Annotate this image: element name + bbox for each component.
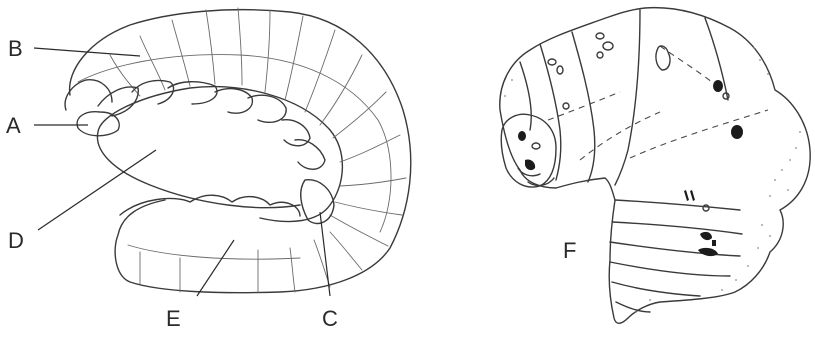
curled-larva-inner-ring <box>97 87 342 222</box>
label-B: B <box>8 36 23 61</box>
side-larva-dashed-line-1 <box>548 92 620 120</box>
leader-line-E <box>197 240 234 296</box>
leader-line-D <box>38 150 156 230</box>
side-larva: F <box>500 8 810 324</box>
side-larva-dashed-line-4 <box>660 46 722 90</box>
side-larva-outline <box>500 8 810 324</box>
label-D: D <box>8 228 24 253</box>
side-larva-hollow-spots <box>532 33 729 211</box>
label-E: E <box>166 306 181 331</box>
label-C: C <box>322 306 338 331</box>
leader-line-C <box>320 212 330 296</box>
side-larva-segments <box>520 10 742 312</box>
side-larva-stipple <box>504 47 801 313</box>
curled-larva-outer-outline <box>70 10 411 293</box>
label-A: A <box>6 113 21 138</box>
curled-larva: B A D E C <box>6 8 411 331</box>
label-F: F <box>563 238 576 263</box>
side-larva-dashed-line-3 <box>630 110 768 158</box>
curled-larva-head <box>65 80 112 110</box>
leader-line-B <box>34 48 140 56</box>
